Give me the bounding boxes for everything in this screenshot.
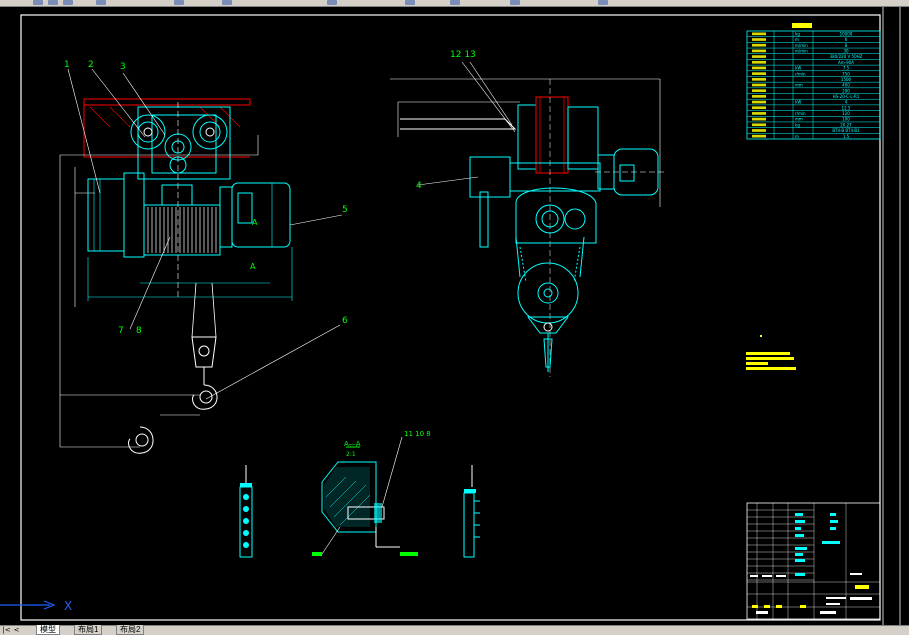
section-a-a-view [312, 436, 418, 556]
spec-row-value: 10000 [840, 31, 853, 36]
spec-row-value: 30 [843, 49, 849, 54]
spec-row-unit: kg [795, 31, 800, 36]
cad-drawing: 1 2 3 4 5 6 7 8 12 13 11 10 8 A—A 2:1 A … [0, 7, 901, 625]
spec-row-label [752, 49, 766, 53]
spec-row-value: Am-90A [838, 60, 854, 65]
spec-row-value: 6 [845, 37, 848, 42]
spec-row-label [752, 60, 766, 64]
spec-row-unit: mm [795, 83, 803, 88]
pendant-control-left [239, 465, 253, 558]
spec-row-value: 8 [845, 43, 848, 48]
spec-row-unit: r/min [795, 71, 806, 76]
technical-notes [746, 335, 796, 370]
spec-row-value: 4 [845, 100, 848, 105]
toolbar-icon[interactable] [598, 0, 608, 5]
first-tab-button[interactable]: |< [2, 626, 11, 634]
toolbar-icon[interactable] [96, 0, 106, 5]
drawing-frame [20, 14, 881, 621]
spec-row-label [752, 106, 766, 110]
toolbar-icon[interactable] [327, 0, 337, 5]
ucs-icon: X [0, 599, 72, 613]
toolbar-icon[interactable] [510, 0, 520, 5]
spec-row-value: BT4-B BT4-B1 [832, 128, 860, 133]
spec-row-label [752, 66, 766, 70]
spec-row-label [752, 112, 766, 115]
spec-row-label [752, 129, 766, 132]
spec-row-label [752, 89, 766, 93]
spec-row-unit: m/min [795, 43, 808, 48]
spec-row-value: 750 [842, 71, 850, 76]
part-label-4: 4 [416, 181, 422, 191]
spec-row-label [752, 123, 766, 127]
toolbar-icon[interactable] [405, 0, 415, 5]
ucs-x-label: X [64, 599, 72, 613]
spec-row-label [752, 134, 766, 138]
spec-row-label [752, 32, 766, 36]
toolbar-icon[interactable] [450, 0, 460, 5]
spec-row-label [752, 55, 766, 58]
spec-row-label [752, 72, 766, 75]
part-label-8: 8 [136, 326, 142, 336]
spec-row-unit: m [795, 134, 799, 139]
toolbar-icon[interactable] [222, 0, 232, 5]
part-labels: 1 2 3 4 5 6 7 8 12 13 11 10 8 A—A 2:1 A … [64, 50, 476, 458]
spec-row-label [752, 117, 766, 121]
spec-row-value: 1.5 [843, 134, 850, 139]
spec-row-label [752, 77, 766, 81]
pendant-control-right [463, 465, 480, 558]
toolbar-icon[interactable] [174, 0, 184, 5]
spec-row-unit: r/min [795, 111, 806, 116]
part-label-7: 7 [118, 326, 124, 336]
spec-row-label [752, 43, 766, 47]
spec-row-unit: m [795, 37, 799, 42]
spec-row-label [752, 95, 766, 98]
spec-row-value: HS-20-C-L-R1 [833, 94, 860, 99]
title-block [746, 502, 881, 620]
part-label-5: 5 [342, 205, 348, 215]
part-label-11-10-8: 11 10 8 [404, 430, 431, 438]
spec-row-value: 380/220 V 50HZ [830, 54, 863, 59]
hoist-front-view [59, 68, 343, 454]
toolbar-icon[interactable] [63, 0, 73, 5]
spec-row-value: 20.27 [840, 122, 852, 127]
spec-row-value: 290 [842, 88, 850, 93]
spec-row-unit: kg [795, 122, 800, 127]
spec-row-label [752, 83, 766, 87]
part-label-2: 2 [88, 60, 94, 70]
prev-tab-button[interactable]: < [13, 626, 20, 634]
spec-row-unit: kW [795, 66, 801, 71]
toolbar-icon[interactable] [48, 0, 58, 5]
spec-row-value: 100 [842, 117, 850, 122]
view-mark-a: A [252, 218, 258, 227]
part-label-3: 3 [120, 62, 126, 72]
section-label: A—A [344, 440, 361, 448]
part-label-12-13: 12 13 [450, 50, 476, 60]
spec-row-value: 120 [842, 111, 850, 116]
spec-row-label [752, 38, 766, 41]
spec-row-value: 12.5 [842, 105, 851, 110]
drawing-canvas[interactable]: 1 2 3 4 5 6 7 8 12 13 11 10 8 A—A 2:1 A … [0, 7, 909, 625]
spec-row-unit: mm [795, 117, 803, 122]
spec-row-unit: kW [795, 100, 801, 105]
hoist-side-view [390, 61, 665, 377]
section-scale: 2:1 [346, 451, 356, 458]
spec-row-unit: m/min [795, 49, 808, 54]
view-mark-a: A [250, 262, 256, 271]
toolbar [0, 0, 909, 7]
spec-row-value: 400 [842, 83, 850, 88]
part-label-6: 6 [342, 316, 348, 326]
spec-row-label [752, 100, 766, 104]
spec-row-value: 7.5 [843, 66, 850, 71]
part-label-1: 1 [64, 60, 70, 70]
toolbar-icon[interactable] [33, 0, 43, 5]
spec-row-value: 1500 [841, 77, 852, 82]
